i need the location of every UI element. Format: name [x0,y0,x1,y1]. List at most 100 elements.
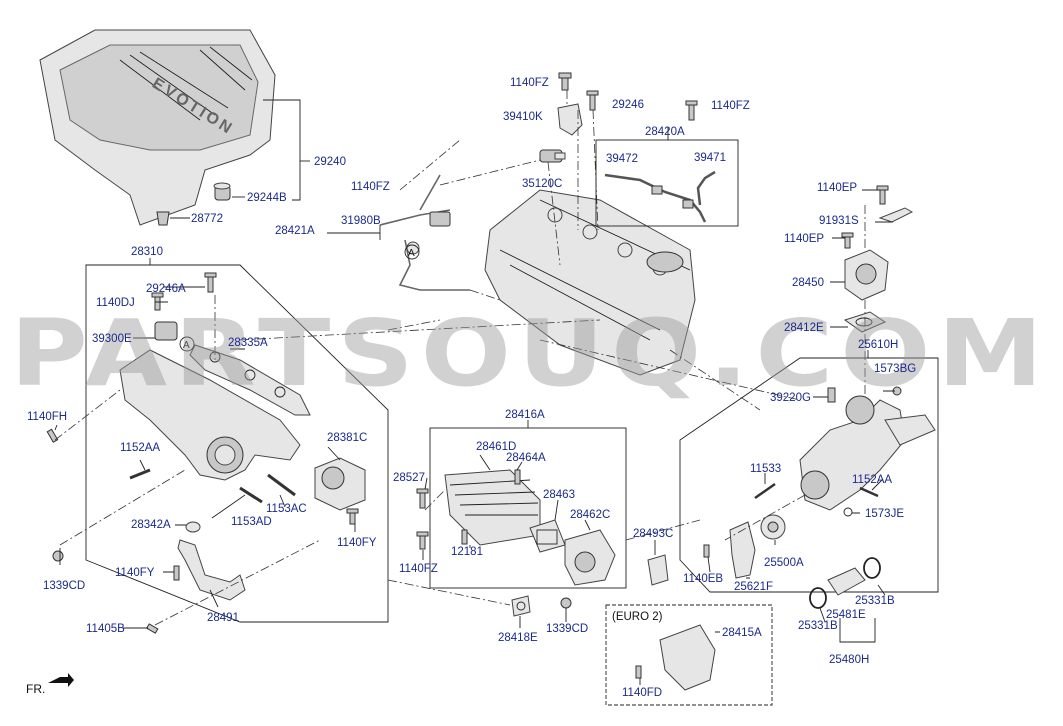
wiring-harness-31980B[interactable] [379,174,470,291]
callout-28463[interactable]: 28463 [543,489,575,501]
intake-manifold-28310[interactable] [119,349,301,481]
grommet-28772[interactable] [156,211,170,226]
gasket-28418E[interactable] [511,595,531,617]
callout-25610H[interactable]: 25610H [858,339,898,351]
callout-11405B[interactable]: 11405B [86,623,125,635]
bolt-29246[interactable] [586,90,599,111]
bolt-1140FY-left[interactable] [173,565,180,581]
callout-12181[interactable]: 12181 [451,546,483,558]
callout-39472[interactable]: 39472 [606,153,638,165]
bolt-1140FZ-right[interactable] [685,100,698,121]
bolt-1140FZ-low[interactable] [416,531,429,550]
bolt-11405B[interactable] [145,623,159,634]
callout-29240[interactable]: 29240 [314,156,346,168]
callout-28421A[interactable]: 28421A [275,225,315,237]
callout-25331B-left[interactable]: 25331B [798,620,838,632]
clip-91931S[interactable] [878,207,914,223]
bolt-1140FY-right[interactable] [346,508,359,525]
bolt-1140EP-low[interactable] [841,232,854,249]
callout-1140EP-top[interactable]: 1140EP [817,182,857,194]
callout-28420A[interactable]: 28420A [645,126,685,138]
pin-11533[interactable] [754,482,776,500]
stud-1153AC[interactable] [267,473,296,497]
bolt-28527[interactable] [416,488,429,509]
gasket-28493C[interactable] [647,554,669,586]
cylinder-head[interactable] [484,189,696,376]
callout-29246[interactable]: 29246 [612,99,644,111]
callout-1140EP-low[interactable]: 1140EP [784,233,824,245]
bolt-1140EP-top[interactable] [876,185,889,205]
callout-1140DJ[interactable]: 1140DJ [96,297,135,309]
callout-1140FZ-low[interactable]: 1140FZ [399,563,438,575]
clamp-25331B-left[interactable] [809,587,827,609]
egr-bracket-28415A[interactable] [659,624,716,691]
callout-35120C[interactable]: 35120C [522,178,562,190]
callout-29246A[interactable]: 29246A [146,283,186,295]
callout-1140FY-left[interactable]: 1140FY [115,567,155,579]
callout-1152AA-right[interactable]: 1152AA [852,474,892,486]
thermostat-25500A[interactable] [760,514,786,540]
clamp-25331B-right[interactable] [863,557,881,579]
callout-1339CD-left[interactable]: 1339CD [43,580,85,592]
stud-1152AA-left[interactable] [129,468,151,480]
stud-1152AA-right[interactable] [859,486,879,498]
callout-1339CD-mid[interactable]: 1339CD [546,623,588,635]
sensor-39300E[interactable] [154,321,178,341]
throttle-body-28381C[interactable] [314,457,366,511]
callout-1140FY-right[interactable]: 1140FY [337,537,377,549]
gasket-28463[interactable] [529,519,566,553]
stud-1153AD[interactable] [239,486,263,504]
callout-31980B[interactable]: 31980B [341,215,381,227]
callout-25500A[interactable]: 25500A [764,557,804,569]
callout-39300E[interactable]: 39300E [92,333,132,345]
callout-1140FZ-right[interactable]: 1140FZ [711,100,750,112]
grommet-29244B[interactable] [213,182,231,201]
bolt-28464A[interactable] [514,469,521,485]
injector-pipe-39472[interactable] [604,173,707,223]
callout-28527[interactable]: 28527 [393,472,425,484]
nut-1339CD-left[interactable] [52,550,64,562]
plug-1573JE[interactable] [843,507,853,517]
bolt-1140FH[interactable] [46,428,59,443]
callout-1153AD[interactable]: 1153AD [231,516,272,528]
hose-25481E[interactable] [827,567,866,596]
callout-29244B[interactable]: 29244B [247,192,287,204]
callout-28415A[interactable]: 28415A [722,627,762,639]
callout-25331B-right[interactable]: 25331B [855,595,895,607]
callout-28418E[interactable]: 28418E [498,632,538,644]
egr-cooler-28461D[interactable] [444,469,541,546]
callout-1140FD[interactable]: 1140FD [622,687,662,699]
callout-28416A[interactable]: 28416A [505,409,545,421]
coolant-outlet-housing-25610H[interactable] [799,395,936,511]
nut-1339CD-mid[interactable] [560,597,572,609]
callout-1152AA-left[interactable]: 1152AA [120,442,160,454]
callout-39220G[interactable]: 39220G [770,392,811,404]
bracket-39410K[interactable] [557,103,583,136]
egr-bypass-valve-28462C[interactable] [564,529,616,586]
callout-1140FZ-mid[interactable]: 1140FZ [351,181,390,193]
outlet-fitting-25621F[interactable] [729,521,756,579]
callout-39410K[interactable]: 39410K [503,111,543,123]
callout-28464A[interactable]: 28464A [506,452,546,464]
callout-25621F[interactable]: 25621F [734,581,773,593]
callout-28462C[interactable]: 28462C [570,509,610,521]
callout-1140FZ-top[interactable]: 1140FZ [510,77,549,89]
callout-28342A[interactable]: 28342A [131,519,171,531]
callout-28493C[interactable]: 28493C [633,528,673,540]
callout-28772[interactable]: 28772 [191,213,223,225]
callout-91931S[interactable]: 91931S [819,215,859,227]
injector-pipe-39471[interactable] [651,170,716,209]
callout-1573JE[interactable]: 1573JE [865,508,904,520]
callout-28461D[interactable]: 28461D [476,441,516,453]
callout-11533[interactable]: 11533 [750,463,781,475]
callout-1573BG[interactable]: 1573BG [874,363,916,375]
bolt-1140FZ-top[interactable] [558,72,572,91]
callout-39471[interactable]: 39471 [694,152,726,164]
callout-28491[interactable]: 28491 [207,612,239,624]
callout-1140EB[interactable]: 1140EB [683,573,723,585]
callout-28310[interactable]: 28310 [131,246,163,258]
egr-pipe-28491[interactable] [177,539,246,601]
callout-28412E[interactable]: 28412E [784,322,824,334]
bolt-1140EB[interactable] [703,544,710,558]
gasket-28342A[interactable] [185,521,201,533]
